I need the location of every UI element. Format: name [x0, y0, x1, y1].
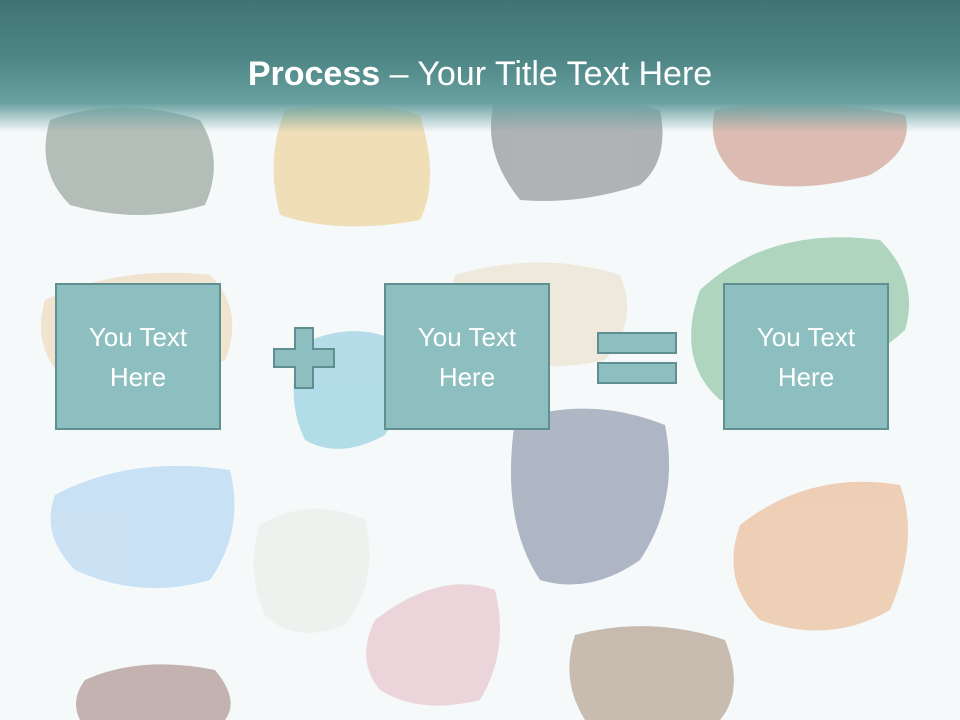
- equals-icon: [597, 332, 677, 384]
- title-bar: [0, 0, 960, 132]
- gem-dark-red: [76, 664, 231, 720]
- gem-yellow: [273, 103, 430, 227]
- gem-orange-agate: [733, 481, 908, 631]
- plus-icon: [273, 327, 335, 389]
- process-box-label: You Text Here: [756, 321, 856, 392]
- title-bold: Process: [247, 55, 381, 93]
- gem-dark-green: [45, 107, 214, 215]
- process-box-1[interactable]: You Text Here: [55, 283, 221, 430]
- gem-blue-dark: [510, 408, 670, 585]
- slide-title: Process – Your Title Text Here: [0, 50, 960, 98]
- process-box-label: You Text Here: [417, 321, 517, 392]
- gem-pink: [366, 584, 500, 706]
- process-box-3[interactable]: You Text Here: [723, 283, 889, 430]
- title-dash: –: [380, 55, 418, 93]
- gem-brown-amber: [569, 626, 734, 720]
- title-text: Your Title Text Here: [417, 55, 713, 93]
- process-box-label: You Text Here: [88, 321, 188, 392]
- gem-light-blue: [50, 465, 235, 588]
- gem-white: [253, 508, 370, 633]
- process-box-2[interactable]: You Text Here: [384, 283, 550, 430]
